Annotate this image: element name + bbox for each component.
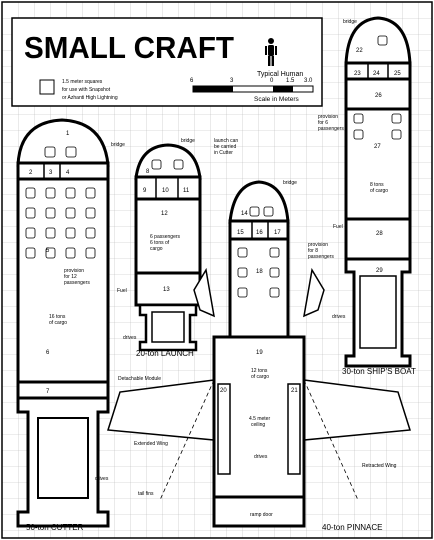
cutter-room-1: 1 xyxy=(66,131,70,137)
boat-room-25: 25 xyxy=(394,71,401,77)
pinnace-room-14: 14 xyxy=(241,211,248,217)
pinnace-note: of cargo xyxy=(251,374,269,380)
cutter-note: for 12 xyxy=(64,274,77,280)
boat-drives-label: drives xyxy=(332,314,346,320)
cutter-room-2: 2 xyxy=(29,170,33,176)
pinnace-seats xyxy=(237,206,280,298)
pinnace-room-21: 21 xyxy=(291,388,298,394)
launch-seats xyxy=(151,159,184,170)
launch-fuel-label: Fuel xyxy=(117,288,127,294)
cutter-room-3: 3 xyxy=(49,170,53,176)
pinnace-note: 4.5 meter xyxy=(249,416,270,422)
pinnace-room-17: 17 xyxy=(274,230,281,236)
scale-tick-0: 0 xyxy=(270,78,274,84)
cutter-note: provision xyxy=(64,268,84,274)
cutter-room-7: 7 xyxy=(46,389,50,395)
launch-carry-note: launch can xyxy=(214,138,238,144)
pinnace-ramp-door-label: ramp door xyxy=(250,512,273,518)
pinnace-module-label: Detachable Module xyxy=(118,376,161,382)
pinnace-drives-label: drives xyxy=(254,454,268,460)
pinnace-bridge-label: bridge xyxy=(283,180,297,186)
pinnace-note: for 8 xyxy=(308,248,318,254)
pinnace-room-18: 18 xyxy=(256,269,263,275)
cutter-room-6: 6 xyxy=(46,350,50,356)
cutter-note: 16 tons xyxy=(49,314,66,320)
pinnace-room-15: 15 xyxy=(237,230,244,236)
launch-note: 6 tons of xyxy=(150,240,170,246)
pinnace-note: ceiling xyxy=(251,422,265,428)
pinnace-room-19: 19 xyxy=(256,350,263,356)
launch-room-13: 13 xyxy=(163,287,170,293)
pinnace-note: provision xyxy=(308,242,328,248)
pinnace-extended-wing-label: Extended Wing xyxy=(134,441,168,447)
boat-bridge-label: bridge xyxy=(343,19,357,25)
typical-human-label: Typical Human xyxy=(257,71,303,78)
page-title: SMALL CRAFT xyxy=(24,30,234,65)
boat-caption: 30-ton SHIP'S BOAT xyxy=(342,367,416,376)
boat-fuel-label: Fuel xyxy=(333,224,343,230)
cutter-plan xyxy=(16,118,110,528)
square-note-2: for use with Snapshot xyxy=(62,87,111,93)
scale-tick-3: 3 xyxy=(230,78,234,84)
launch-drives-label: drives xyxy=(123,335,137,341)
cutter-caption: 50-ton CUTTER xyxy=(26,523,84,532)
pinnace-tail-fins-label: tail fins xyxy=(138,491,154,497)
pinnace-room-20: 20 xyxy=(220,388,227,394)
boat-note: provision xyxy=(318,114,338,120)
launch-plan xyxy=(134,143,202,352)
scale-tick-6: 6 xyxy=(190,78,194,84)
boat-note: of cargo xyxy=(370,188,388,194)
cutter-bridge-label: bridge xyxy=(111,142,125,148)
boat-note: passengers xyxy=(318,126,344,132)
launch-carry-note: in Cutter xyxy=(214,150,233,156)
launch-carry-note: be carried xyxy=(214,144,236,150)
boat-room-22: 22 xyxy=(356,48,363,54)
pinnace-retracted-wing-label: Retracted Wing xyxy=(362,463,397,469)
cutter-seats xyxy=(25,146,96,259)
pinnace-note: passengers xyxy=(308,254,334,260)
cutter-room-5: 5 xyxy=(46,248,50,254)
pinnace-room-16: 16 xyxy=(256,230,263,236)
pinnace-wing-dashes xyxy=(159,379,359,501)
launch-caption: 20-ton LAUNCH xyxy=(136,349,194,358)
launch-room-8: 8 xyxy=(146,169,150,175)
boat-note: for 6 xyxy=(318,120,328,126)
cutter-drives-label: drives xyxy=(95,476,109,482)
pinnace-note: 12 tons xyxy=(251,368,268,374)
boat-room-23: 23 xyxy=(354,71,361,77)
cutter-note: of cargo xyxy=(49,320,67,326)
pinnace-wings xyxy=(107,267,411,441)
scale-caption: Scale in Meters xyxy=(254,96,300,103)
boat-seats xyxy=(353,35,402,140)
square-note-3: or Azhanti High Lightning xyxy=(62,95,118,101)
scale-tick-1.5: 1.5 xyxy=(286,78,295,84)
boat-room-26: 26 xyxy=(375,93,382,99)
typical-human-icon xyxy=(265,38,277,66)
pinnace-caption: 40-ton PINNACE xyxy=(322,523,382,532)
boat-room-28: 28 xyxy=(376,231,383,237)
legend-square xyxy=(39,79,55,95)
cutter-note: passengers xyxy=(64,280,90,286)
square-note-1: 1.5 meter squares xyxy=(62,79,103,85)
launch-note: 6 passengers xyxy=(150,234,181,240)
boat-room-29: 29 xyxy=(376,268,383,274)
launch-note: cargo xyxy=(150,246,163,252)
boat-note: 8 tons xyxy=(370,182,384,188)
boat-room-27: 27 xyxy=(374,144,381,150)
launch-room-9: 9 xyxy=(143,188,147,194)
launch-room-10: 10 xyxy=(162,188,169,194)
scale-tick-3.0: 3.0 xyxy=(304,78,313,84)
scale-bar xyxy=(192,85,314,93)
boat-room-24: 24 xyxy=(373,71,380,77)
cutter-room-4: 4 xyxy=(66,170,70,176)
launch-room-12: 12 xyxy=(161,211,168,217)
launch-bridge-label: bridge xyxy=(181,138,195,144)
launch-room-11: 11 xyxy=(183,188,190,194)
